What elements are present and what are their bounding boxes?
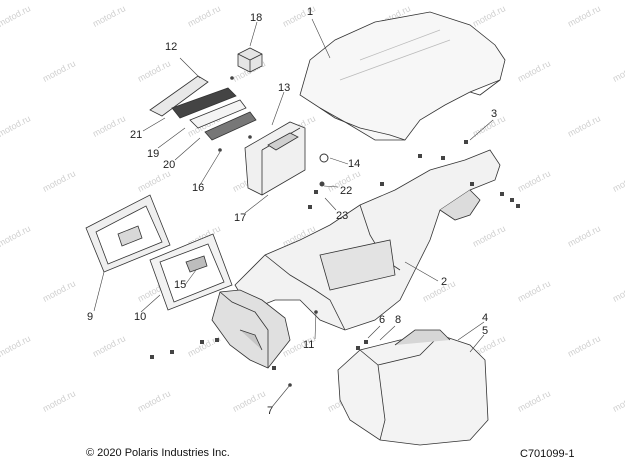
callout-1: 1 — [307, 6, 314, 18]
callout-5: 5 — [482, 325, 489, 337]
callout-17: 17 — [234, 212, 247, 224]
callout-14: 14 — [348, 158, 361, 170]
part-12-trim-stack — [149, 75, 257, 141]
part-2-dash-panel — [234, 149, 501, 331]
callout-9: 9 — [87, 311, 94, 323]
part-10-display — [149, 233, 233, 311]
callout-3: 3 — [491, 108, 498, 120]
fasteners — [150, 76, 520, 387]
leader-lines — [93, 18, 494, 408]
lower-left-trim — [211, 289, 291, 369]
callout-23: 23 — [336, 210, 349, 222]
callout-13: 13 — [278, 82, 291, 94]
callout-20: 20 — [163, 159, 176, 171]
figure-code: C701099-1 — [520, 448, 575, 460]
part-18-block — [237, 47, 263, 73]
callout-7: 7 — [267, 405, 274, 417]
callout-6: 6 — [379, 314, 386, 326]
callout-19: 19 — [147, 148, 160, 160]
callout-2: 2 — [441, 276, 448, 288]
part-4-5-glove-box — [337, 329, 489, 446]
callout-11: 11 — [303, 339, 315, 351]
callout-10: 10 — [134, 311, 147, 323]
copyright-text: © 2020 Polaris Industries Inc. — [86, 447, 230, 459]
callout-12: 12 — [165, 41, 178, 53]
callout-4: 4 — [482, 312, 489, 324]
callout-18: 18 — [250, 12, 263, 24]
callout-16: 16 — [192, 182, 205, 194]
callout-22: 22 — [340, 185, 353, 197]
callout-21: 21 — [130, 129, 143, 141]
callout-15: 15 — [174, 279, 187, 291]
part-17-module — [244, 121, 306, 196]
part-1-cover-panel — [299, 11, 506, 141]
part-9-bezel — [85, 194, 171, 273]
callout-8: 8 — [395, 314, 402, 326]
